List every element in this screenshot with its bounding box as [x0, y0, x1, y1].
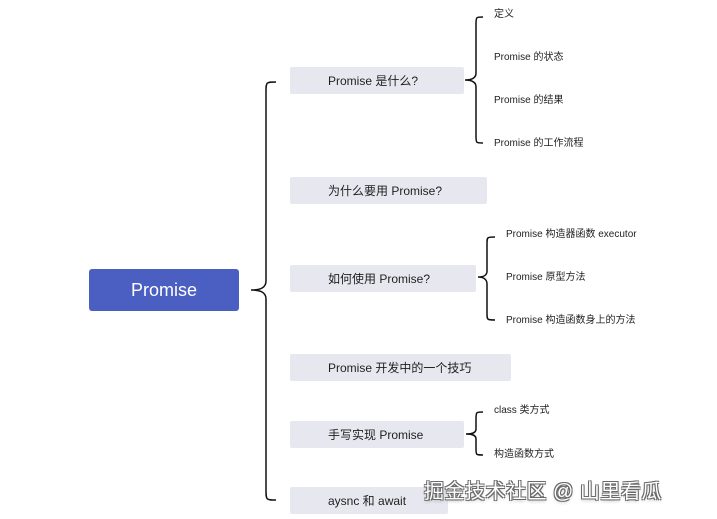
leaf-node-prototype-methods[interactable]: Promise 原型方法 [506, 271, 586, 283]
leaf-node-promise-result[interactable]: Promise 的结果 [494, 94, 564, 106]
leaf-node-promise-state[interactable]: Promise 的状态 [494, 51, 564, 63]
watermark: 掘金技术社区 @ 山里看瓜 [424, 481, 662, 503]
branch-node-what-is-promise[interactable]: Promise 是什么? [290, 67, 464, 94]
branch-3-connector-brace [477, 236, 496, 321]
leaf-node-class-style[interactable]: class 类方式 [494, 404, 550, 416]
leaf-node-constructor-style[interactable]: 构造函数方式 [494, 448, 554, 460]
branch-node-dev-tip[interactable]: Promise 开发中的一个技巧 [290, 354, 511, 381]
branch-node-async-await[interactable]: aysnc 和 await [290, 487, 448, 514]
branch-node-handwritten-promise[interactable]: 手写实现 Promise [290, 421, 464, 448]
branch-1-connector-brace [464, 16, 484, 144]
leaf-node-promise-workflow[interactable]: Promise 的工作流程 [494, 137, 584, 149]
branch-node-why-promise[interactable]: 为什么要用 Promise? [290, 177, 487, 204]
leaf-node-definition[interactable]: 定义 [494, 8, 514, 20]
branch-node-how-to-use[interactable]: 如何使用 Promise? [290, 265, 476, 292]
root-connector-brace [250, 81, 277, 501]
leaf-node-static-methods[interactable]: Promise 构造函数身上的方法 [506, 314, 636, 326]
leaf-node-executor[interactable]: Promise 构造器函数 executor [506, 228, 637, 240]
root-node[interactable]: Promise [89, 269, 239, 311]
branch-5-connector-brace [465, 411, 484, 456]
